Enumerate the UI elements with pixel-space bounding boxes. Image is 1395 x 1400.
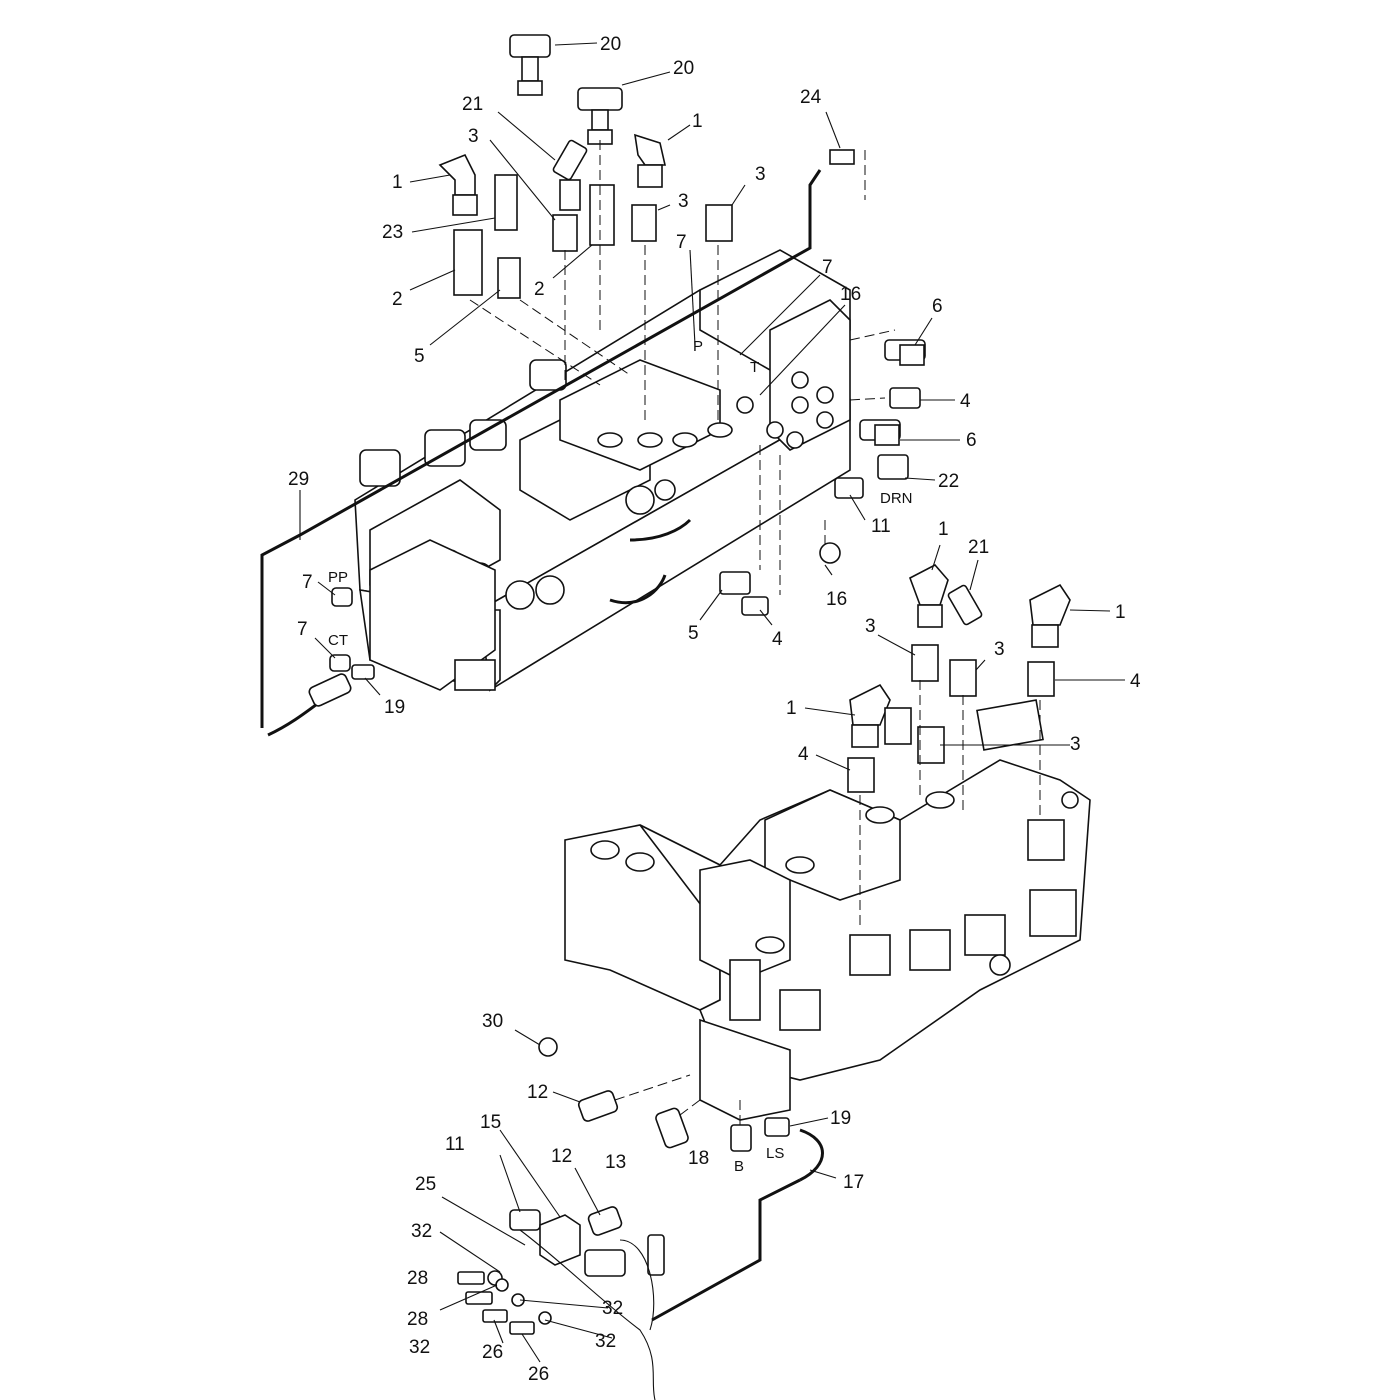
port-label-ct: CT: [328, 632, 348, 649]
callout: 3: [1070, 734, 1081, 755]
port-label-ls: LS: [766, 1145, 784, 1162]
callout: 7: [297, 619, 308, 640]
callout: 12: [551, 1146, 572, 1167]
callout: 4: [798, 744, 809, 765]
callout: 3: [755, 164, 766, 185]
lower-leader-lines: [439, 544, 1125, 1363]
lower-valve-assembly: [564, 699, 1091, 1121]
callout: 7: [676, 232, 687, 253]
port-label-pp: PP: [328, 569, 348, 586]
callout: 3: [865, 616, 876, 637]
callout: 15: [480, 1112, 501, 1133]
callout: 4: [960, 391, 971, 412]
callout: 1: [1115, 602, 1126, 623]
callout: 4: [1130, 671, 1141, 692]
callout: 19: [384, 697, 405, 718]
callout: 30: [482, 1011, 503, 1032]
port-label-t: T: [750, 359, 759, 376]
callout: 13: [605, 1152, 626, 1173]
callout: 5: [688, 623, 699, 644]
callout-labels: 20 20 21 1 24 3 1 23 3 3 2 2 7 7 16 5 6 …: [288, 34, 1141, 1385]
callout: 25: [415, 1174, 436, 1195]
port-labels: P T DRN PP CT B LS: [328, 338, 913, 1175]
callout: 32: [411, 1221, 432, 1242]
callout: 5: [414, 346, 425, 367]
callout: 11: [445, 1134, 465, 1155]
callout: 1: [786, 698, 797, 719]
upper-fittings: [260, 34, 926, 737]
callout: 19: [830, 1108, 851, 1129]
callout: 12: [527, 1082, 548, 1103]
callout: 1: [692, 111, 703, 132]
callout: 28: [407, 1268, 428, 1289]
upper-valve-assembly: [354, 249, 851, 692]
callout: 20: [600, 34, 621, 55]
upper-leader-lines: [299, 42, 960, 696]
callout: 2: [392, 289, 403, 310]
callout: 16: [840, 284, 861, 305]
callout: 32: [409, 1337, 430, 1358]
port-label-b: B: [734, 1158, 744, 1175]
callout: 18: [688, 1148, 709, 1169]
callout: 29: [288, 469, 309, 490]
callout: 4: [772, 629, 783, 650]
callout: 6: [932, 296, 943, 317]
callout: 2: [534, 279, 545, 300]
port-label-drn: DRN: [880, 490, 913, 507]
callout: 3: [678, 191, 689, 212]
callout: 20: [673, 58, 694, 79]
callout: 3: [994, 639, 1005, 660]
callout: 26: [482, 1342, 503, 1363]
callout: 22: [938, 471, 959, 492]
callout: 1: [938, 519, 949, 540]
port-label-p: P: [693, 338, 703, 355]
callout: 32: [602, 1298, 623, 1319]
callout: 11: [871, 516, 891, 537]
callout: 1: [392, 172, 403, 193]
callout: 24: [800, 87, 822, 108]
callout: 32: [595, 1331, 616, 1352]
callout: 7: [302, 572, 313, 593]
callout: 23: [382, 222, 403, 243]
callout: 28: [407, 1309, 428, 1330]
callout: 16: [826, 589, 847, 610]
callout: 7: [822, 257, 833, 278]
callout: 6: [966, 430, 977, 451]
callout: 21: [462, 94, 483, 115]
callout: 3: [468, 126, 479, 147]
callout: 21: [968, 537, 989, 558]
callout: 17: [843, 1172, 864, 1193]
callout: 26: [528, 1364, 549, 1385]
